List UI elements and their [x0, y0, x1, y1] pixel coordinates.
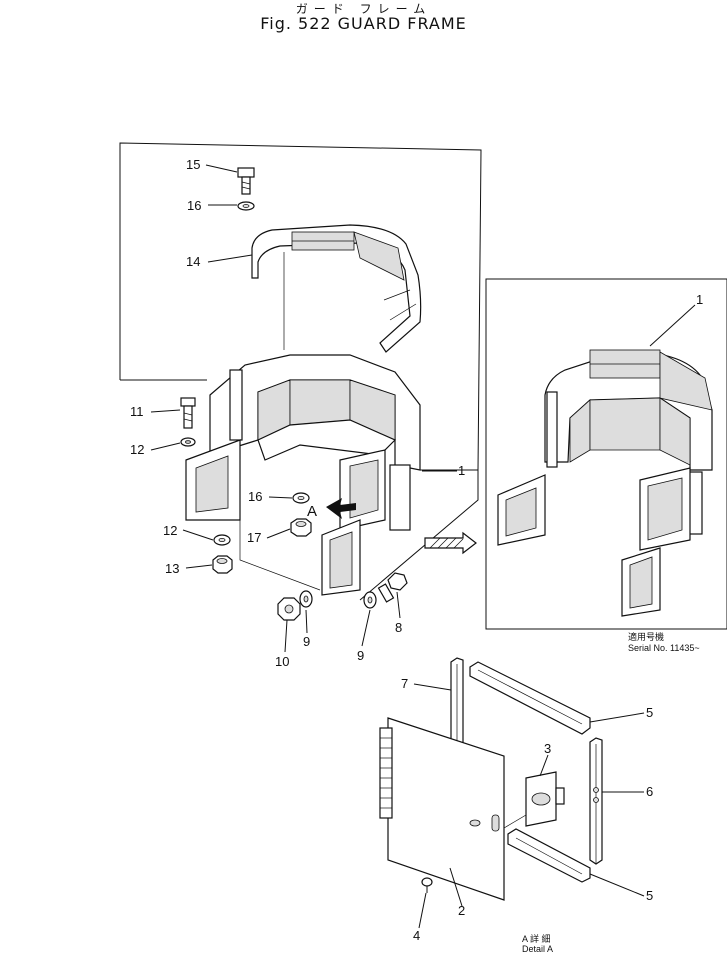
callout-labels: 15 16 14 11 12 16 12 17 13 1 9 10 9 8 1 …	[130, 157, 703, 943]
callout-9-right: 9	[357, 648, 364, 663]
callout-1-assembled: 1	[696, 292, 703, 307]
detail-a-label: Detail A	[522, 944, 553, 954]
washer-16-top	[237, 201, 255, 211]
nut-10	[277, 597, 301, 621]
serial-jp: 適用号機	[628, 631, 664, 642]
leader-lines	[150, 164, 696, 929]
bolt-11	[180, 397, 196, 429]
callout-16-top: 16	[187, 198, 201, 213]
washer-12-top	[180, 437, 196, 447]
nut-17	[290, 518, 312, 537]
callout-7: 7	[401, 676, 408, 691]
washer-9-right	[363, 591, 377, 609]
callout-8: 8	[395, 620, 402, 635]
callout-12-bottom: 12	[163, 523, 177, 538]
callout-12-top: 12	[130, 442, 144, 457]
figure-title: Fig. 522 GUARD FRAME	[260, 14, 467, 33]
washer-12-bottom	[213, 534, 231, 546]
view-a-label: A	[307, 503, 317, 520]
callout-17: 17	[247, 530, 261, 545]
door-panel-2	[379, 717, 505, 901]
guard-rail-14	[251, 224, 422, 353]
latch-3	[525, 771, 565, 827]
assembled-guard-frame	[497, 349, 713, 617]
strip-5-top	[469, 661, 591, 735]
detail-jp: A 詳 細	[522, 933, 551, 944]
strip-6	[589, 737, 603, 865]
callout-1-exploded: 1	[458, 463, 465, 478]
callout-2: 2	[458, 903, 465, 918]
callout-16-mid: 16	[248, 489, 262, 504]
washer-9-left	[299, 590, 313, 608]
strip-5-bottom	[507, 828, 591, 883]
callout-5-bottom: 5	[646, 888, 653, 903]
guard-frame-1	[185, 354, 421, 596]
screw-4	[421, 877, 433, 893]
callout-13: 13	[165, 561, 179, 576]
callout-14: 14	[186, 254, 200, 269]
bolt-8	[377, 572, 408, 603]
transition-arrow	[424, 531, 477, 555]
callout-10: 10	[275, 654, 289, 669]
view-a-arrow	[326, 498, 356, 519]
exploded-boundary	[119, 142, 482, 601]
callout-5-top: 5	[646, 705, 653, 720]
washer-16-mid	[292, 492, 310, 504]
callout-6: 6	[646, 784, 653, 799]
nut-13	[212, 555, 233, 574]
assembled-view-box	[485, 278, 727, 630]
callout-9-left: 9	[303, 634, 310, 649]
serial-number: Serial No. 11435~	[628, 643, 700, 653]
bolt-15	[237, 167, 255, 195]
callout-3: 3	[544, 741, 551, 756]
title-japanese: ガード フレーム	[295, 2, 432, 16]
callout-11: 11	[130, 404, 144, 419]
latch-link-line	[503, 814, 527, 829]
callout-15: 15	[186, 157, 200, 172]
callout-4: 4	[413, 928, 420, 943]
